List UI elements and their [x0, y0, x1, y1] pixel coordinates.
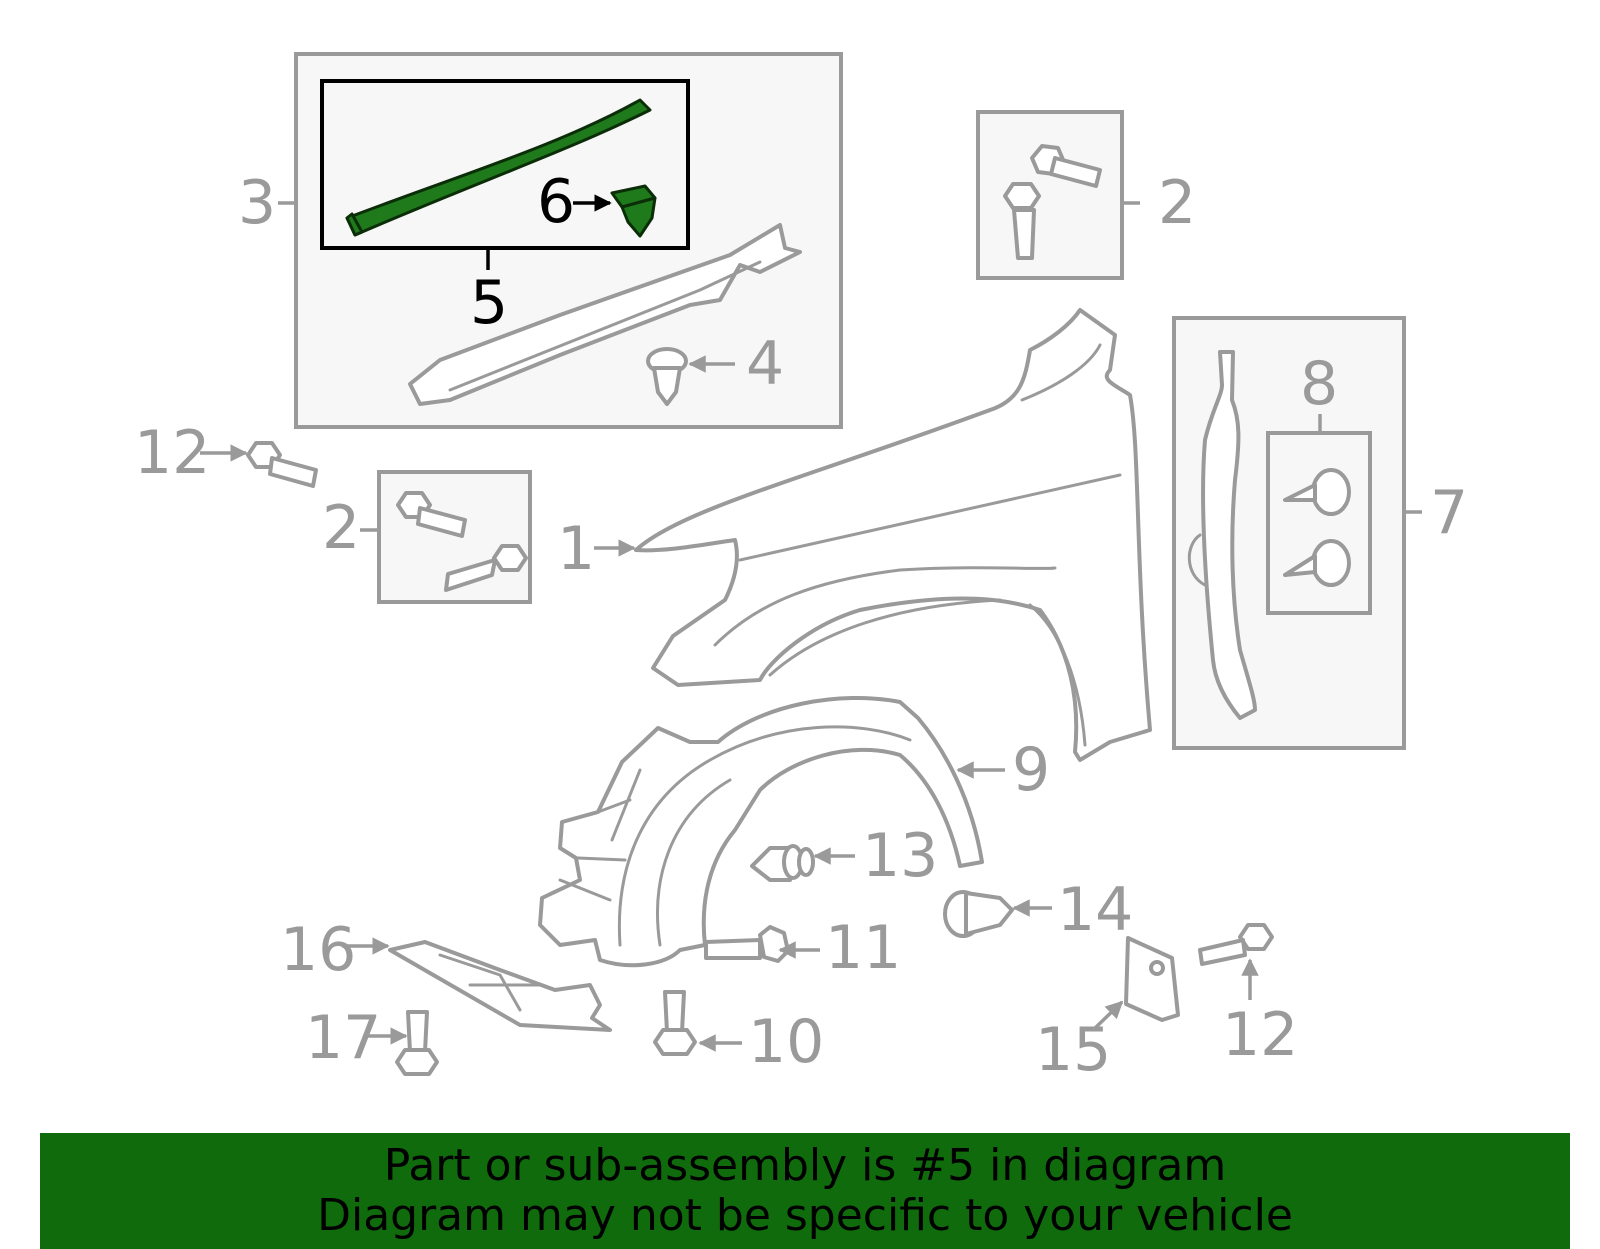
garnish-rail-part: [408, 223, 802, 406]
clip-13-part: [750, 844, 815, 882]
bolt-panel-upper: [976, 110, 1124, 280]
shield-16-part: [388, 940, 612, 1032]
callout-labels: 1 2 2 3 4 5 6 7 8 9 10 11 12 12 13 14 15…: [134, 167, 1468, 1085]
clip-part[interactable]: [610, 184, 657, 238]
bolt-12-upper: [246, 441, 318, 488]
callout-5: 5: [470, 268, 508, 338]
callout-11: 11: [825, 913, 901, 983]
callout-9: 9: [1012, 735, 1050, 805]
bolt-11-part: [704, 925, 790, 963]
banner-line-2: Diagram may not be specific to your vehi…: [317, 1190, 1293, 1241]
callout-14: 14: [1057, 875, 1133, 945]
callout-12-upper: 12: [134, 418, 210, 488]
callout-17: 17: [305, 1003, 381, 1073]
callout-16: 16: [280, 915, 356, 985]
nut-14-part: [943, 890, 1014, 938]
screw-8b: [1283, 539, 1351, 587]
bolt-12-lower: [1198, 923, 1274, 966]
callout-13: 13: [862, 821, 938, 891]
seal-panel: [1172, 316, 1406, 750]
callout-12-lower: 12: [1222, 1000, 1298, 1070]
bolt-panel-lower: [377, 470, 532, 604]
molding-strip-part[interactable]: [345, 98, 652, 237]
leader-lines: [200, 194, 1422, 1052]
parts-diagram: 1 2 2 3 4 5 6 7 8 9 10 11 12 12 13 14 15…: [134, 52, 1468, 1085]
callout-1: 1: [557, 514, 595, 584]
callout-6: 6: [537, 167, 575, 237]
bolt-10-part: [653, 990, 697, 1056]
info-banner: Part or sub-assembly is #5 in diagram Di…: [40, 1133, 1570, 1249]
screw-8a: [1283, 468, 1351, 516]
callout-8: 8: [1300, 349, 1338, 419]
fender-part: [634, 308, 1152, 762]
callout-4: 4: [746, 329, 784, 399]
callout-3: 3: [238, 168, 276, 238]
molding-assembly-panel: [294, 52, 843, 429]
bolt-17-part: [395, 1010, 439, 1076]
callout-10: 10: [748, 1007, 824, 1077]
bracket-15-part: [1124, 936, 1180, 1022]
callout-7: 7: [1430, 478, 1468, 548]
callout-15: 15: [1035, 1015, 1111, 1085]
callout-2-upper: 2: [1158, 168, 1196, 238]
callout-2-lower: 2: [322, 493, 360, 563]
banner-line-1: Part or sub-assembly is #5 in diagram: [383, 1140, 1227, 1191]
push-clip-part: [646, 347, 688, 406]
